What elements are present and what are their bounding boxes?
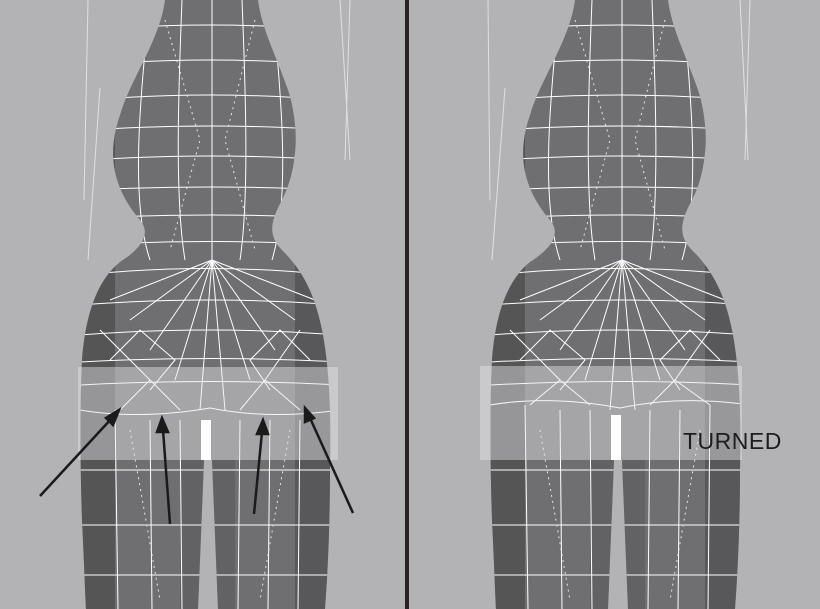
left-viewport: [0, 0, 405, 609]
right-mesh-render: [410, 0, 820, 609]
leg-gap: [611, 415, 621, 460]
turned-label: TURNED: [683, 428, 782, 455]
right-viewport: [410, 0, 820, 609]
left-mesh-render: [0, 0, 405, 609]
panel-divider: [405, 0, 409, 609]
leg-gap: [201, 420, 211, 460]
